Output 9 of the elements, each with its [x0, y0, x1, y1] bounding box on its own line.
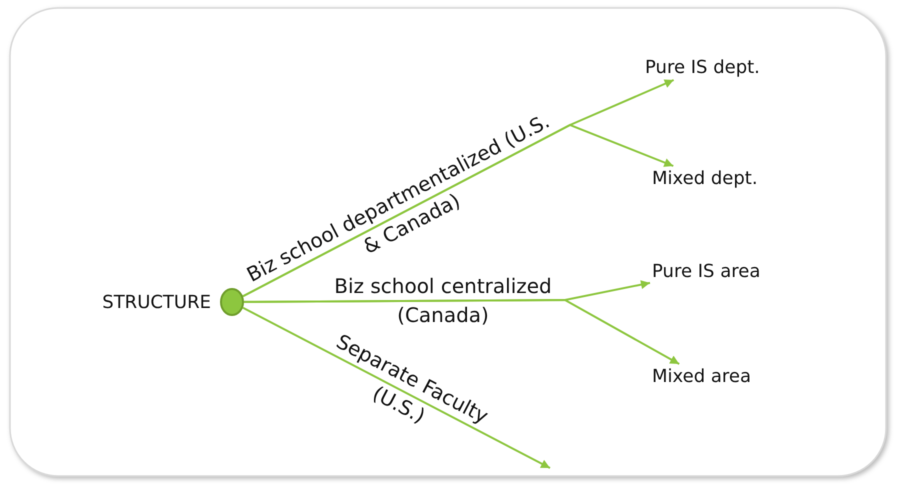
- edge-label: Biz school centralized (Canada): [333, 273, 553, 329]
- node-label: Pure IS dept.: [643, 55, 762, 80]
- node-label: Mixed area: [650, 364, 753, 389]
- node-label: Mixed dept.: [650, 166, 760, 191]
- node-label: Pure IS area: [650, 259, 762, 284]
- arrow: [242, 124, 674, 298]
- arrow: [244, 299, 680, 365]
- node-label: STRUCTURE: [101, 290, 212, 314]
- arrow: [242, 306, 550, 469]
